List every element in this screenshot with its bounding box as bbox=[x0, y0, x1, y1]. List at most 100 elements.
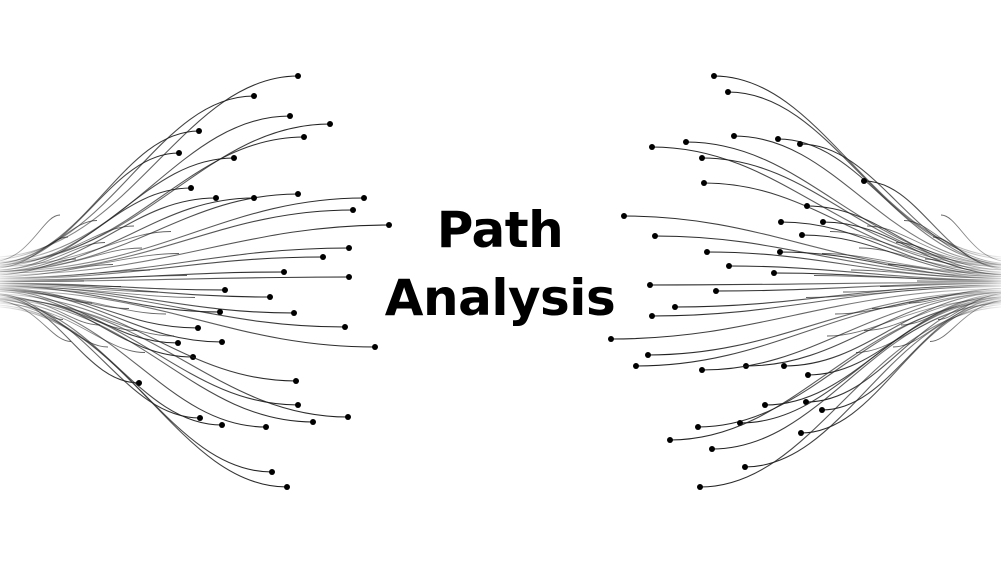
left-fiber-dot bbox=[301, 134, 307, 140]
left-background-strand bbox=[0, 247, 143, 273]
left-fiber-line bbox=[0, 287, 199, 329]
left-fiber-line bbox=[0, 130, 200, 264]
left-fiber-line bbox=[0, 197, 255, 273]
left-background-strand bbox=[0, 301, 109, 348]
left-background-strand bbox=[0, 264, 114, 278]
right-fiber-line bbox=[799, 143, 1001, 266]
left-fiber-dot bbox=[213, 195, 219, 201]
left-fiber-line bbox=[0, 95, 255, 260]
left-fiber-dot bbox=[342, 324, 348, 330]
right-fiber-dot bbox=[709, 446, 715, 452]
right-background-strand bbox=[834, 291, 1001, 315]
left-fiber-line bbox=[0, 136, 305, 265]
left-fiber-dot bbox=[310, 419, 316, 425]
right-fiber-line bbox=[713, 75, 1001, 258]
right-fiber-dot bbox=[742, 464, 748, 470]
left-fiber-dot bbox=[291, 310, 297, 316]
left-fiber-dot bbox=[222, 287, 228, 293]
left-fiber-line bbox=[0, 197, 365, 273]
left-fiber-dot bbox=[217, 309, 223, 315]
right-background-strand bbox=[863, 296, 1001, 331]
right-fiber-line bbox=[773, 272, 1001, 282]
right-fiber-line bbox=[727, 91, 1001, 260]
right-fiber-line bbox=[801, 234, 1001, 277]
left-background-strand bbox=[0, 303, 146, 353]
right-fiber-line bbox=[669, 300, 1001, 441]
right-fiber-dot bbox=[737, 420, 743, 426]
left-fiber-line bbox=[0, 299, 267, 428]
left-fiber-line bbox=[0, 224, 390, 276]
left-fiber-line bbox=[0, 197, 217, 273]
left-background-strand bbox=[0, 214, 61, 262]
left-fiber-line bbox=[0, 256, 324, 280]
right-fiber-dot bbox=[799, 232, 805, 238]
left-fiber-dot bbox=[219, 422, 225, 428]
left-background-strand bbox=[0, 286, 196, 298]
right-fiber-dot bbox=[726, 263, 732, 269]
right-fiber-dot bbox=[731, 133, 737, 139]
left-fiber-line bbox=[0, 286, 346, 328]
right-fiber-dot bbox=[701, 180, 707, 186]
left-background-strand bbox=[0, 236, 69, 269]
right-fiber-line bbox=[744, 304, 1001, 468]
left-fiber-dot bbox=[295, 402, 301, 408]
right-fiber-dot bbox=[649, 313, 655, 319]
right-background-strand bbox=[826, 298, 1001, 337]
left-fiber-line bbox=[0, 289, 179, 344]
left-fiber-dot bbox=[176, 150, 182, 156]
left-fiber-line bbox=[0, 152, 180, 267]
left-background-strand bbox=[0, 225, 135, 266]
right-fiber-dot bbox=[695, 424, 701, 430]
right-fiber-line bbox=[779, 251, 1001, 279]
right-fiber-dot bbox=[861, 178, 867, 184]
left-fiber-line bbox=[0, 283, 271, 298]
left-background-strand bbox=[0, 282, 122, 287]
right-fiber-dot bbox=[713, 288, 719, 294]
right-fiber-dot bbox=[771, 270, 777, 276]
right-fiber-dot bbox=[781, 363, 787, 369]
left-fiber-dot bbox=[175, 340, 181, 346]
right-background-strand bbox=[879, 282, 1001, 287]
right-fiber-dot bbox=[725, 89, 731, 95]
right-fiber-line bbox=[715, 282, 1001, 292]
left-fiber-dot bbox=[346, 245, 352, 251]
right-background-strand bbox=[805, 286, 1001, 298]
right-fiber-dot bbox=[819, 407, 825, 413]
right-fiber-dot bbox=[820, 219, 826, 225]
right-background-strand bbox=[850, 269, 1001, 279]
left-background-strand bbox=[0, 242, 106, 271]
right-fiber-dot bbox=[699, 367, 705, 373]
right-fiber-line bbox=[703, 182, 1001, 271]
right-fiber-dot bbox=[645, 352, 651, 358]
right-fiber-dot bbox=[608, 336, 614, 342]
right-fiber-dot bbox=[778, 219, 784, 225]
right-fiber-dot bbox=[797, 141, 803, 147]
left-fiber-dot bbox=[195, 325, 201, 331]
left-fiber-dot bbox=[196, 128, 202, 134]
right-background-strand bbox=[829, 231, 1001, 268]
left-background-strand bbox=[0, 298, 175, 337]
left-background-strand bbox=[0, 284, 159, 293]
right-fiber-dot bbox=[711, 73, 717, 79]
left-fiber-dot bbox=[251, 195, 257, 201]
left-fiber-dot bbox=[281, 269, 287, 275]
right-fiber-dot bbox=[704, 249, 710, 255]
right-fiber-dot bbox=[805, 372, 811, 378]
right-fiber-dot bbox=[633, 363, 639, 369]
right-fiber-line bbox=[654, 235, 1001, 277]
left-background-strand bbox=[0, 280, 85, 283]
left-background-strand bbox=[0, 296, 138, 331]
right-background-strand bbox=[937, 293, 1001, 320]
right-fiber-line bbox=[647, 290, 1001, 356]
right-background-strand bbox=[866, 225, 1001, 266]
right-background-strand bbox=[858, 247, 1001, 273]
left-background-strand bbox=[0, 293, 64, 320]
right-fiber-dot bbox=[621, 213, 627, 219]
right-fiber-line bbox=[610, 288, 1001, 340]
right-fiber-dot bbox=[803, 399, 809, 405]
right-background-strand bbox=[900, 294, 1001, 326]
right-background-strand bbox=[903, 220, 1001, 264]
left-fiber-line bbox=[0, 293, 297, 382]
left-fiber-dot bbox=[267, 294, 273, 300]
